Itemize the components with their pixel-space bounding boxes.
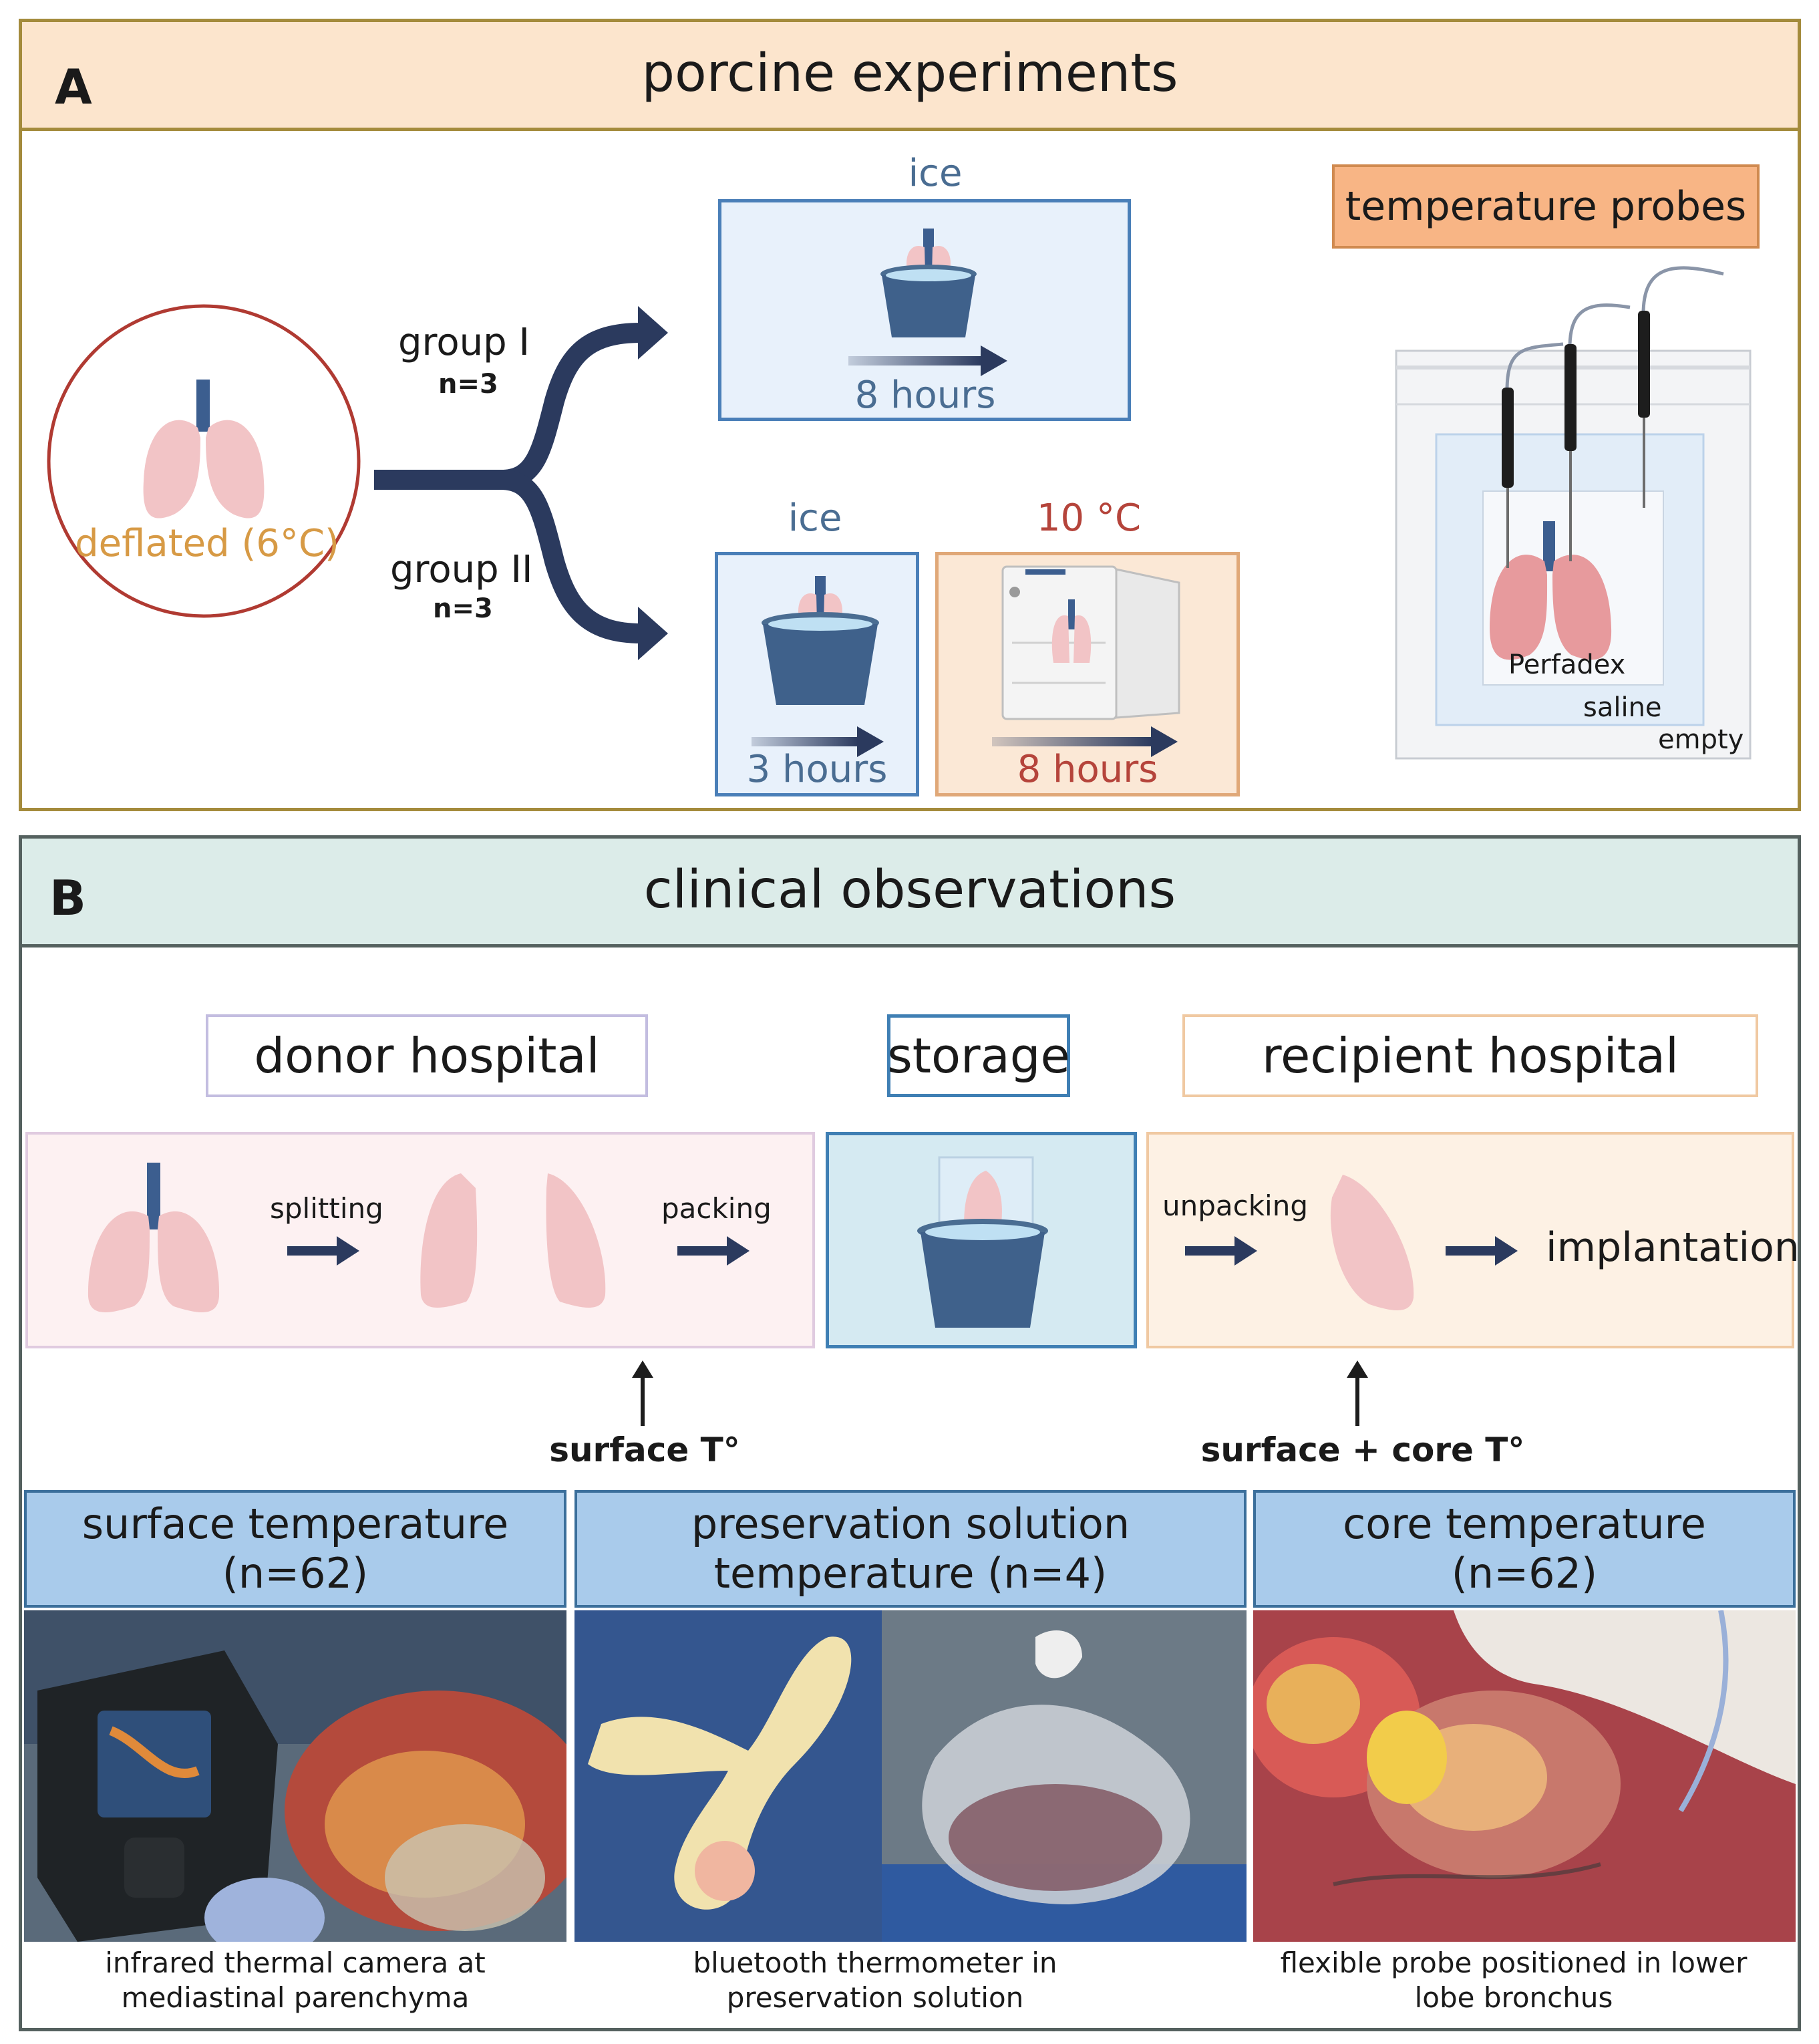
- group2-n: n=3: [433, 593, 493, 624]
- fridge-title: 10 °C: [1036, 496, 1142, 540]
- deflated-label: deflated (6°C): [75, 521, 339, 565]
- arrow-right-icon: [1446, 1236, 1518, 1266]
- fridge-duration: 8 hours: [1017, 747, 1158, 791]
- surface-core-t-label: surface + core T°: [1200, 1431, 1525, 1469]
- group1-n: n=3: [438, 369, 498, 400]
- empty-label: empty: [1658, 724, 1744, 755]
- preservation-solution-line2: temperature (n=4): [713, 1549, 1108, 1598]
- arrow-right-icon: [287, 1236, 359, 1266]
- panel-b-letter: B: [49, 870, 86, 926]
- perfadex-label: Perfadex: [1508, 649, 1626, 680]
- probe-icon: [1502, 266, 1724, 568]
- surface-temperature-line1: surface temperature: [81, 1499, 509, 1548]
- core-temperature-header: core temperature (n=62): [1253, 1490, 1796, 1608]
- core-temperature-line1: core temperature: [1343, 1499, 1706, 1548]
- ice3-duration: 3 hours: [746, 747, 888, 791]
- packing-label: packing: [661, 1192, 772, 1225]
- split-lungs-icon: [420, 1173, 606, 1308]
- probe-bag-illustration: [1395, 266, 1752, 760]
- caption-surface-line1: infrared thermal camera at: [105, 1946, 486, 1979]
- deflated-lung-circle: [47, 304, 361, 618]
- panel-a-title: porcine experiments: [641, 43, 1178, 104]
- unpacking-label: unpacking: [1162, 1189, 1308, 1222]
- recipient-hospital-title: recipient hospital: [1182, 1014, 1758, 1097]
- surface-temperature-header: surface temperature (n=62): [24, 1490, 566, 1608]
- arrow-up-icon: [1347, 1360, 1368, 1426]
- surface-temperature-line2: (n=62): [222, 1549, 369, 1598]
- splitting-label: splitting: [270, 1192, 383, 1225]
- lung-icon: [143, 380, 265, 519]
- caption-preservation: bluetooth thermometer in preservation so…: [574, 1946, 1176, 2015]
- arrow-right-icon: [752, 726, 884, 757]
- ice3-title: ice: [788, 496, 842, 540]
- implantation-label: implantation: [1546, 1224, 1800, 1271]
- lung-icon: [1490, 521, 1612, 660]
- lung-icon: [1330, 1175, 1414, 1311]
- ice8-title: ice: [908, 151, 963, 195]
- preservation-solution-header: preservation solution temperature (n=4): [574, 1490, 1247, 1608]
- caption-core-line1: flexible probe positioned in lower: [1280, 1946, 1748, 1979]
- caption-core: flexible probe positioned in lower lobe …: [1253, 1946, 1774, 2015]
- ice-bucket-icon: [880, 229, 977, 337]
- arrow-right-icon: [992, 726, 1178, 757]
- donor-hospital-title: donor hospital: [206, 1014, 648, 1097]
- saline-label: saline: [1583, 692, 1662, 723]
- bluetooth-thermometer-photo: [574, 1610, 1247, 1942]
- ice-bucket-icon: [762, 576, 879, 705]
- surface-t-label: surface T°: [549, 1431, 740, 1469]
- ice8-duration: 8 hours: [854, 373, 996, 417]
- group2-label: group II: [390, 548, 533, 591]
- ice-bucket-icon: [917, 1156, 1048, 1328]
- panel-a-letter: A: [55, 59, 92, 115]
- caption-surface: infrared thermal camera at mediastinal p…: [24, 1946, 566, 2015]
- arrow-right-icon: [848, 345, 1007, 376]
- core-temperature-line2: (n=62): [1451, 1549, 1598, 1598]
- caption-preservation-line1: bluetooth thermometer in: [693, 1946, 1057, 1979]
- flexible-probe-photo: [1253, 1610, 1796, 1942]
- caption-preservation-line2: preservation solution: [726, 1981, 1024, 2014]
- caption-core-line2: lobe bronchus: [1414, 1981, 1613, 2014]
- fridge-icon: [1001, 565, 1180, 720]
- lung-icon: [88, 1163, 220, 1313]
- arrow-right-icon: [677, 1236, 750, 1266]
- panel-b-title: clinical observations: [643, 860, 1176, 920]
- recipient-stage: [1146, 1132, 1794, 1348]
- arrow-right-icon: [1185, 1236, 1257, 1266]
- branch-arrows: [374, 306, 668, 660]
- caption-surface-line2: mediastinal parenchyma: [121, 1981, 470, 2014]
- preservation-solution-line1: preservation solution: [691, 1499, 1130, 1548]
- panel-a-header: [19, 19, 1801, 131]
- probes-title: temperature probes: [1332, 164, 1760, 249]
- arrow-up-icon: [632, 1360, 653, 1426]
- thermal-camera-photo: [24, 1610, 566, 1942]
- panel-b-header: [19, 835, 1801, 947]
- group1-label: group I: [398, 321, 530, 364]
- storage-title: storage: [887, 1014, 1070, 1097]
